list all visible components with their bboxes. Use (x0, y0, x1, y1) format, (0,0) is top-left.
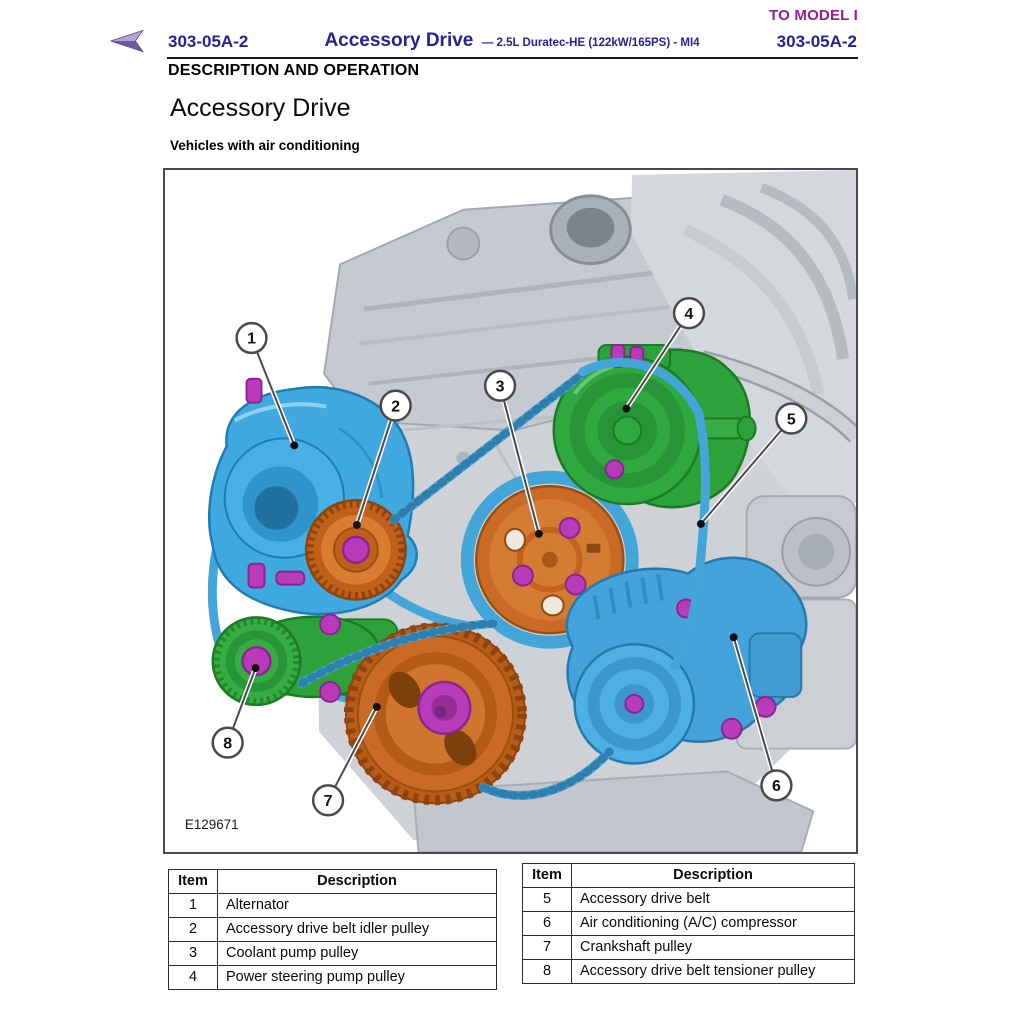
svg-text:3: 3 (496, 378, 505, 395)
item-description: Accessory drive belt (571, 887, 855, 912)
table-header-row: Item Description (168, 869, 497, 894)
page-header: Accessory Drive — 2.5L Duratec-HE (122kW… (220, 30, 804, 52)
item-number: 8 (522, 959, 572, 984)
header-title: Accessory Drive (324, 30, 474, 51)
figure-code: E129671 (185, 817, 239, 832)
item-number: 4 (168, 965, 218, 990)
svg-text:5: 5 (787, 411, 796, 428)
table-row: 8 Accessory drive belt tensioner pulley (522, 959, 855, 984)
svg-text:1: 1 (247, 331, 256, 348)
svg-text:2: 2 (391, 398, 400, 415)
idler-pulley (304, 498, 407, 601)
callout-3: 3 (483, 369, 543, 538)
svg-text:8: 8 (223, 735, 232, 752)
item-description: Accessory drive belt tensioner pulley (571, 959, 855, 984)
item-table-right: Item Description 5 Accessory drive belt … (522, 863, 855, 984)
svg-text:4: 4 (685, 306, 694, 323)
item-table-left: Item Description 1 Alternator 2 Accessor… (168, 869, 497, 990)
ac-compressor (565, 556, 808, 765)
item-number: 3 (168, 941, 218, 966)
table-row: 4 Power steering pump pulley (168, 965, 497, 990)
callout-4: 4 (622, 297, 706, 413)
power-steering-pump-pulley (552, 343, 757, 509)
to-model-link[interactable]: TO MODEL I (769, 7, 858, 24)
section-code-right: 303-05A-2 (776, 32, 857, 51)
item-header: Item (168, 869, 218, 894)
callout-8: 8 (211, 664, 260, 759)
item-description: Coolant pump pulley (217, 941, 497, 966)
svg-text:7: 7 (324, 793, 333, 810)
table-row: 1 Alternator (168, 893, 497, 918)
table-row: 3 Coolant pump pulley (168, 941, 497, 966)
table-row: 7 Crankshaft pulley (522, 935, 855, 960)
accessory-drive-diagram: 1 2 3 4 5 (163, 168, 858, 854)
callout-2: 2 (352, 389, 412, 529)
item-number: 6 (522, 911, 572, 936)
topic-title: Accessory Drive (170, 94, 351, 122)
table-header-row: Item Description (522, 863, 855, 888)
item-description: Power steering pump pulley (217, 965, 497, 990)
item-description: Crankshaft pulley (571, 935, 855, 960)
callout-6: 6 (729, 633, 793, 802)
callout-1: 1 (235, 321, 299, 450)
description-header: Description (571, 863, 855, 888)
item-number: 2 (168, 917, 218, 942)
item-header: Item (522, 863, 572, 888)
item-description: Accessory drive belt idler pulley (217, 917, 497, 942)
header-subtitle: — 2.5L Duratec-HE (122kW/165PS) - MI4 (481, 37, 700, 49)
variant-heading: Vehicles with air conditioning (170, 138, 360, 153)
item-number: 1 (168, 893, 218, 918)
callout-7: 7 (311, 702, 381, 817)
section-heading: DESCRIPTION AND OPERATION (168, 62, 420, 79)
crankshaft-pulley (343, 622, 527, 806)
item-number: 5 (522, 887, 572, 912)
table-row: 6 Air conditioning (A/C) compressor (522, 911, 855, 936)
section-code-left: 303-05A-2 (168, 32, 249, 51)
item-description: Alternator (217, 893, 497, 918)
accessory-drive-belt (297, 357, 710, 800)
callout-5: 5 (696, 402, 808, 528)
back-arrow-icon[interactable] (109, 29, 144, 53)
header-rule (167, 57, 858, 59)
item-description: Air conditioning (A/C) compressor (571, 911, 855, 936)
table-row: 5 Accessory drive belt (522, 887, 855, 912)
table-row: 2 Accessory drive belt idler pulley (168, 917, 497, 942)
description-header: Description (217, 869, 497, 894)
item-number: 7 (522, 935, 572, 960)
svg-text:6: 6 (772, 778, 781, 795)
